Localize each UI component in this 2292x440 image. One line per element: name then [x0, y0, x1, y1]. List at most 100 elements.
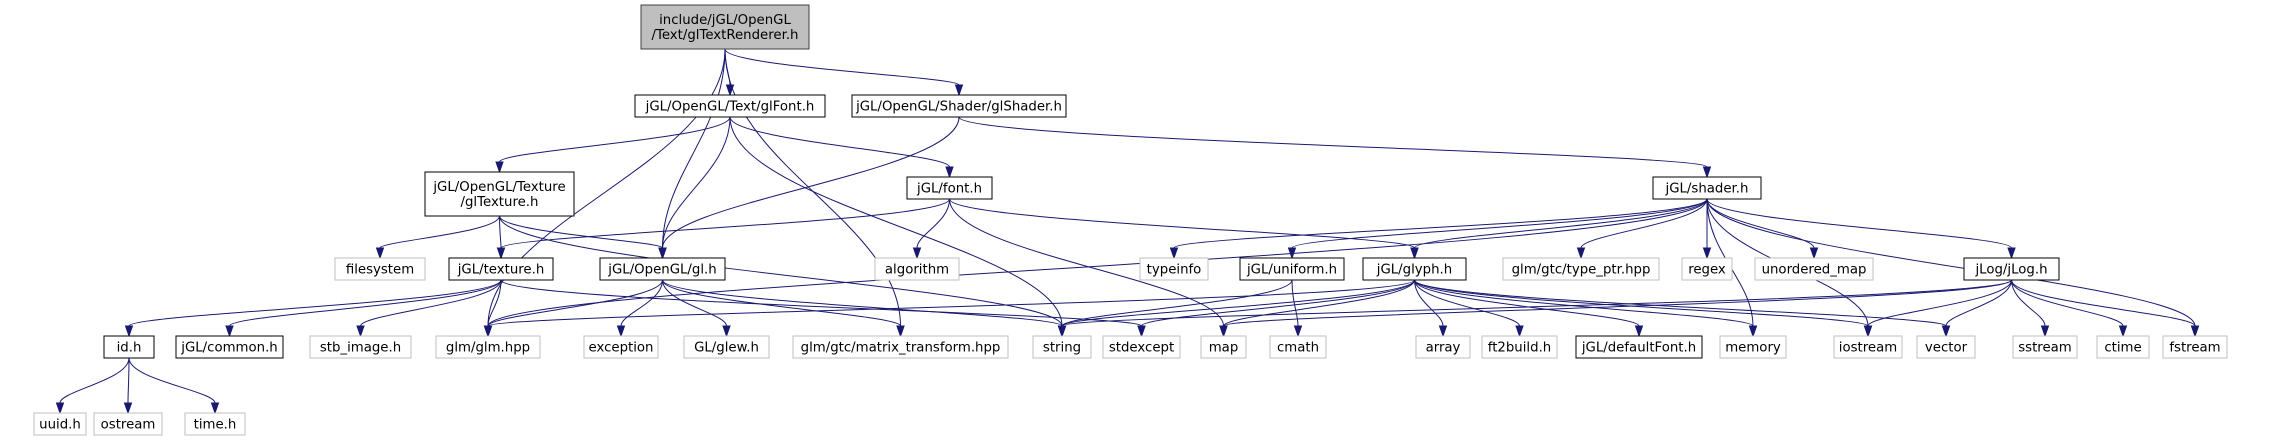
node-label: jLog/jLog.h — [1974, 263, 2047, 278]
edge-jlog-iostream — [1863, 279, 2012, 338]
node-uniform[interactable]: jGL/uniform.h — [1239, 257, 1345, 281]
node-box[interactable] — [1652, 176, 1762, 200]
node-label: jGL/OpenGL/Text/glFont.h — [645, 100, 815, 115]
node-box[interactable] — [1239, 257, 1345, 281]
node-box[interactable] — [424, 171, 575, 217]
node-label: jGL/shader.h — [1665, 182, 1749, 197]
node-ft2build: ft2build.h — [1481, 335, 1558, 359]
edge-line — [662, 279, 1063, 327]
node-box[interactable] — [599, 257, 726, 281]
node-common[interactable]: jGL/common.h — [175, 335, 284, 359]
edge-line — [662, 279, 727, 327]
node-jlog[interactable]: jLog/jLog.h — [1963, 257, 2060, 281]
edge-line — [1706, 198, 2012, 249]
node-label: fstream — [2169, 341, 2220, 356]
edge-line — [729, 116, 950, 168]
edge-line — [1141, 279, 1415, 327]
node-glew: GL/glew.h — [683, 335, 770, 359]
edge-arrowhead — [496, 247, 506, 260]
node-label: ctime — [2104, 341, 2141, 356]
node-label: GL/glew.h — [694, 341, 759, 356]
node-label: stdexcept — [1109, 341, 1174, 356]
node-label: jGL/uniform.h — [1246, 263, 1337, 278]
edges-layer — [55, 48, 2200, 415]
edge-line — [620, 279, 663, 327]
node-map: map — [1200, 335, 1247, 359]
edge-arrowhead — [123, 402, 133, 415]
edge-arrowhead — [124, 325, 134, 338]
node-memory: memory — [1719, 335, 1787, 359]
node-label: typeinfo — [1147, 263, 1202, 278]
edge-shader-glyph — [1410, 198, 1708, 260]
edge-glfont-font — [729, 116, 954, 179]
node-defaultfont[interactable]: jGL/defaultFont.h — [1575, 335, 1703, 359]
node-box[interactable] — [634, 94, 826, 118]
edge-line — [662, 48, 726, 249]
edge-line — [1223, 279, 2012, 327]
node-label: jGL/OpenGL/Texture — [432, 180, 565, 195]
edge-arrowhead — [495, 161, 504, 174]
edge-gl-string — [662, 279, 1067, 338]
node-box[interactable] — [175, 335, 284, 359]
node-box[interactable] — [1963, 257, 2060, 281]
edge-arrowhead — [210, 402, 220, 415]
edge-line — [59, 357, 130, 404]
node-timeh: time.h — [184, 412, 246, 436]
edge-idh-ostream — [123, 357, 133, 415]
node-shader[interactable]: jGL/shader.h — [1652, 176, 1762, 200]
edge-line — [487, 279, 1415, 327]
node-label: memory — [1725, 341, 1781, 356]
edge-glshader-shader — [958, 116, 1712, 179]
edge-line — [1706, 198, 1815, 249]
node-box — [1032, 335, 1092, 359]
node-box[interactable] — [1575, 335, 1703, 359]
node-font[interactable]: jGL/font.h — [906, 176, 993, 200]
node-label: include/jGL/OpenGL — [659, 13, 791, 28]
edge-arrowhead — [1634, 325, 1644, 338]
edge-line — [229, 279, 502, 327]
node-glfont[interactable]: jGL/OpenGL/Text/glFont.h — [634, 94, 826, 118]
node-box — [1200, 335, 1247, 359]
edge-glyph-memory — [1414, 279, 1758, 338]
edge-glfont-gltexture — [495, 116, 731, 174]
edge-line — [500, 198, 950, 249]
node-root[interactable]: include/jGL/OpenGL/Text/glTextRenderer.h — [640, 4, 810, 50]
edge-gl-exception — [616, 279, 663, 338]
node-glyph[interactable]: jGL/glyph.h — [1362, 257, 1467, 281]
node-label: unordered_map — [1762, 263, 1867, 278]
node-gl[interactable]: jGL/OpenGL/gl.h — [599, 257, 726, 281]
node-idh[interactable]: id.h — [103, 335, 155, 359]
edge-idh-timeh — [128, 357, 220, 415]
edge-arrowhead — [2007, 247, 2016, 260]
node-label: id.h — [117, 341, 142, 356]
node-box — [1833, 335, 1903, 359]
edge-line — [1291, 198, 1708, 249]
node-box — [1754, 257, 1874, 281]
node-box[interactable] — [851, 94, 1067, 118]
edge-arrowhead — [2118, 325, 2128, 338]
edge-arrowhead — [225, 325, 234, 338]
node-gltexture[interactable]: jGL/OpenGL/Texture/glTexture.h — [424, 171, 575, 217]
edge-glyph-stdexcept — [1137, 279, 1415, 338]
node-array: array — [1415, 335, 1471, 359]
node-box[interactable] — [640, 4, 810, 50]
node-box[interactable] — [1362, 257, 1467, 281]
node-box[interactable] — [448, 257, 554, 281]
node-label: /glTexture.h — [461, 195, 539, 210]
node-box[interactable] — [906, 176, 993, 200]
node-label: glm/gtc/matrix_transform.hpp — [801, 341, 1001, 356]
node-label: stb_image.h — [320, 341, 401, 356]
node-box — [2162, 335, 2228, 359]
edge-jlog-map — [1219, 279, 2012, 338]
edge-line — [2011, 279, 2124, 327]
node-texture[interactable]: jGL/texture.h — [448, 257, 554, 281]
edge-arrowhead — [1863, 325, 1873, 338]
node-glshader[interactable]: jGL/OpenGL/Shader/glShader.h — [851, 94, 1067, 118]
edge-arrowhead — [1702, 247, 1712, 260]
edge-line — [499, 215, 1063, 327]
edge-jlog-vector — [1941, 279, 2012, 338]
node-ostream: ostream — [93, 412, 163, 436]
node-box[interactable] — [103, 335, 155, 359]
edge-idh-uuid — [55, 357, 130, 415]
node-label: ostream — [101, 418, 156, 433]
